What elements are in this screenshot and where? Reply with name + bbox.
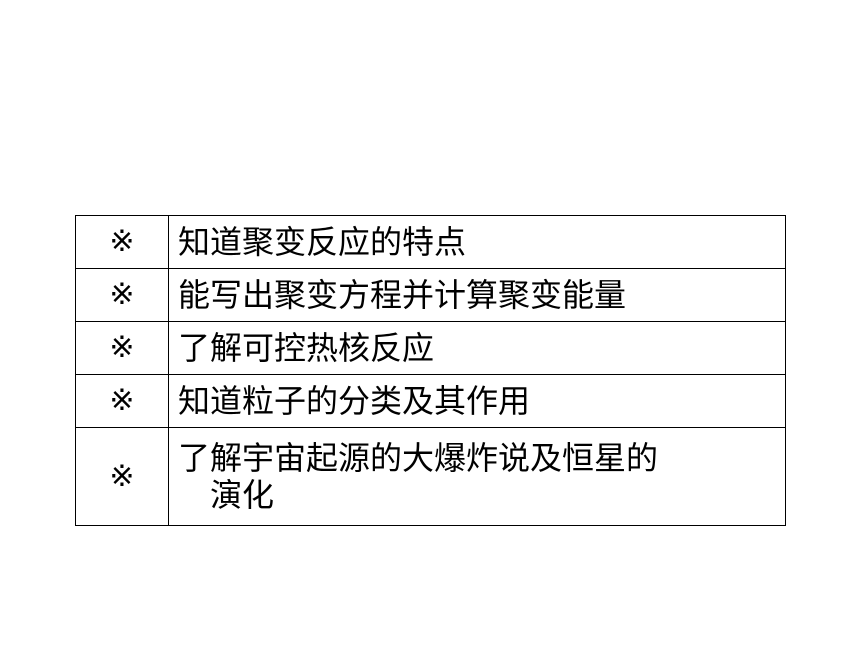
objective-text: 知道聚变反应的特点 xyxy=(168,215,786,269)
reference-mark: ※ xyxy=(75,268,169,322)
objective-text: 知道粒子的分类及其作用 xyxy=(168,374,786,428)
reference-mark: ※ xyxy=(75,374,169,428)
table-row: ※ 了解宇宙起源的大爆炸说及恒星的 演化 xyxy=(75,427,786,526)
objective-text: 了解可控热核反应 xyxy=(168,321,786,375)
table-row: ※ 知道聚变反应的特点 xyxy=(75,215,786,269)
reference-mark: ※ xyxy=(75,215,169,269)
objective-line: 了解宇宙起源的大爆炸说及恒星的 xyxy=(178,438,659,477)
objective-line: 知道聚变反应的特点 xyxy=(178,222,467,261)
objective-text: 能写出聚变方程并计算聚变能量 xyxy=(168,268,786,322)
table-row: ※ 能写出聚变方程并计算聚变能量 xyxy=(75,268,786,322)
objective-line-continued: 演化 xyxy=(210,475,275,514)
table-row: ※ 了解可控热核反应 xyxy=(75,321,786,375)
reference-mark: ※ xyxy=(75,427,169,526)
table-row: ※ 知道粒子的分类及其作用 xyxy=(75,374,786,428)
objective-line: 能写出聚变方程并计算聚变能量 xyxy=(178,275,627,314)
objective-line: 知道粒子的分类及其作用 xyxy=(178,381,531,420)
objective-line: 了解可控热核反应 xyxy=(178,328,435,367)
objectives-table: ※ 知道聚变反应的特点 ※ 能写出聚变方程并计算聚变能量 ※ 了解可控热核反应 … xyxy=(75,215,786,526)
objective-text: 了解宇宙起源的大爆炸说及恒星的 演化 xyxy=(168,427,786,526)
reference-mark: ※ xyxy=(75,321,169,375)
